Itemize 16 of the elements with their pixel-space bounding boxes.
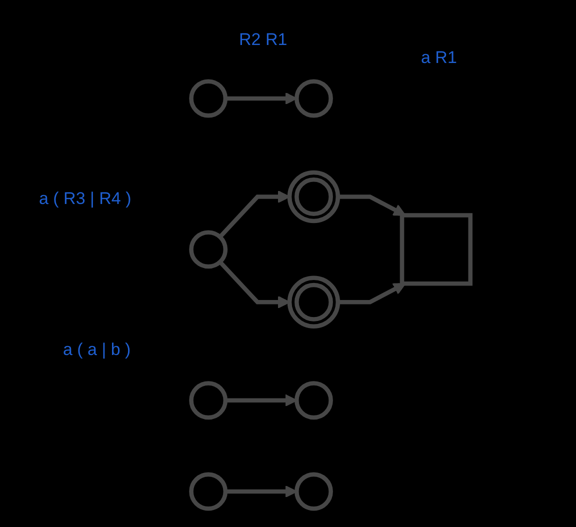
circle-node bbox=[294, 472, 333, 511]
circle-node bbox=[189, 472, 228, 511]
expression-label: R2 R1 bbox=[239, 30, 288, 50]
double-circle-node bbox=[287, 276, 340, 328]
circle-node bbox=[294, 381, 333, 420]
expression-label: a R1 bbox=[421, 48, 457, 68]
circle-node bbox=[189, 381, 228, 420]
arrow bbox=[338, 194, 406, 216]
arrow bbox=[338, 283, 406, 304]
expression-label: a ( R3 | R4 ) bbox=[39, 189, 132, 209]
square-node bbox=[400, 213, 473, 286]
circle-node bbox=[294, 79, 333, 118]
circle-node bbox=[189, 79, 228, 118]
circle-node bbox=[189, 230, 228, 269]
expression-label: a ( a | b ) bbox=[63, 340, 131, 360]
double-circle-node bbox=[287, 170, 340, 224]
